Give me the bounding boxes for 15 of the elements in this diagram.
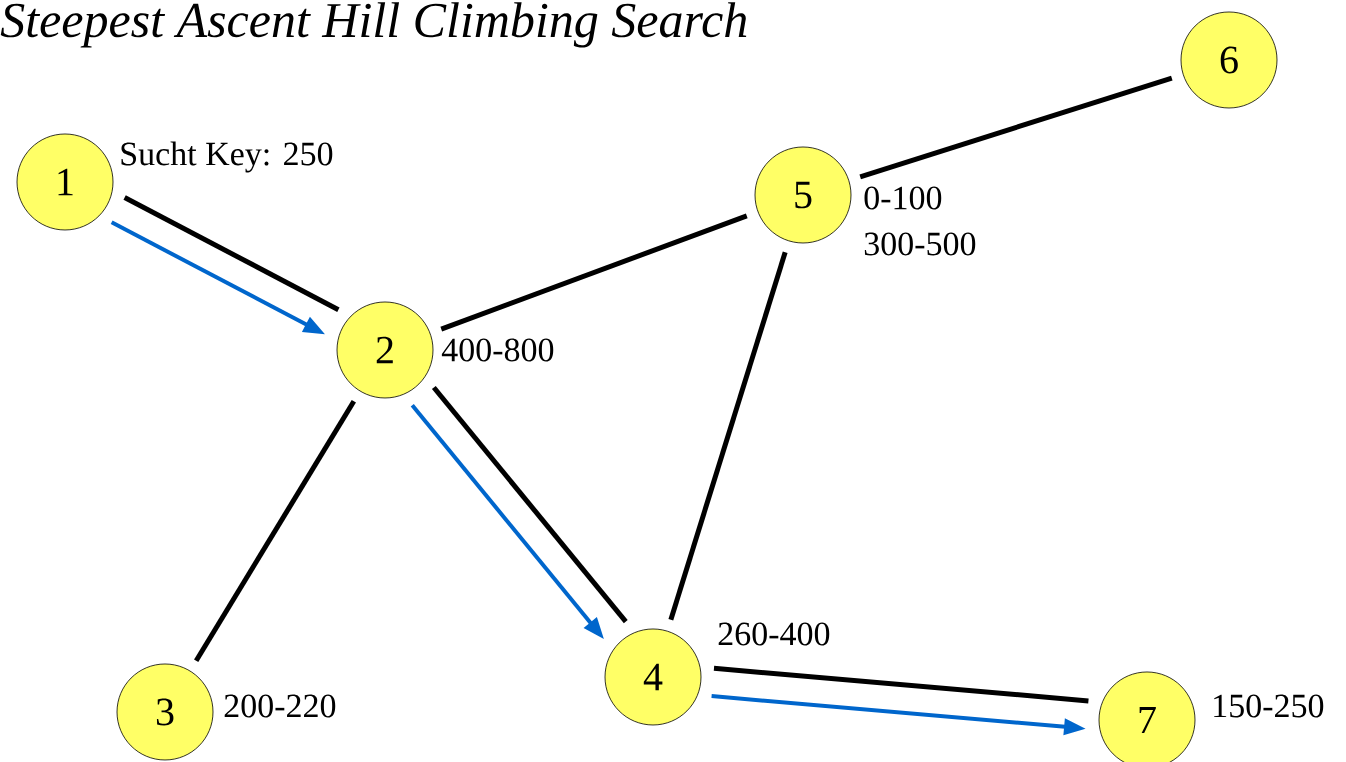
connector-line <box>668 251 788 621</box>
range-label: Sucht Key: 250 <box>121 141 333 173</box>
range-label: 400-800 <box>441 338 554 362</box>
connector-line <box>713 665 1089 704</box>
range-label: 0-100 <box>864 186 942 210</box>
connector-line <box>440 213 748 332</box>
range-label: 200-220 <box>224 694 336 718</box>
connector-line <box>431 385 628 624</box>
range-label: 260-400 <box>718 622 830 646</box>
range-label: 150-250 <box>1214 694 1324 718</box>
range-label: 300-500 <box>864 232 976 256</box>
title: Steepest Ascent Hill Climbing Search <box>0 2 747 48</box>
connector-line <box>123 195 340 312</box>
connector-line <box>859 75 1173 180</box>
connector-line <box>194 399 356 662</box>
